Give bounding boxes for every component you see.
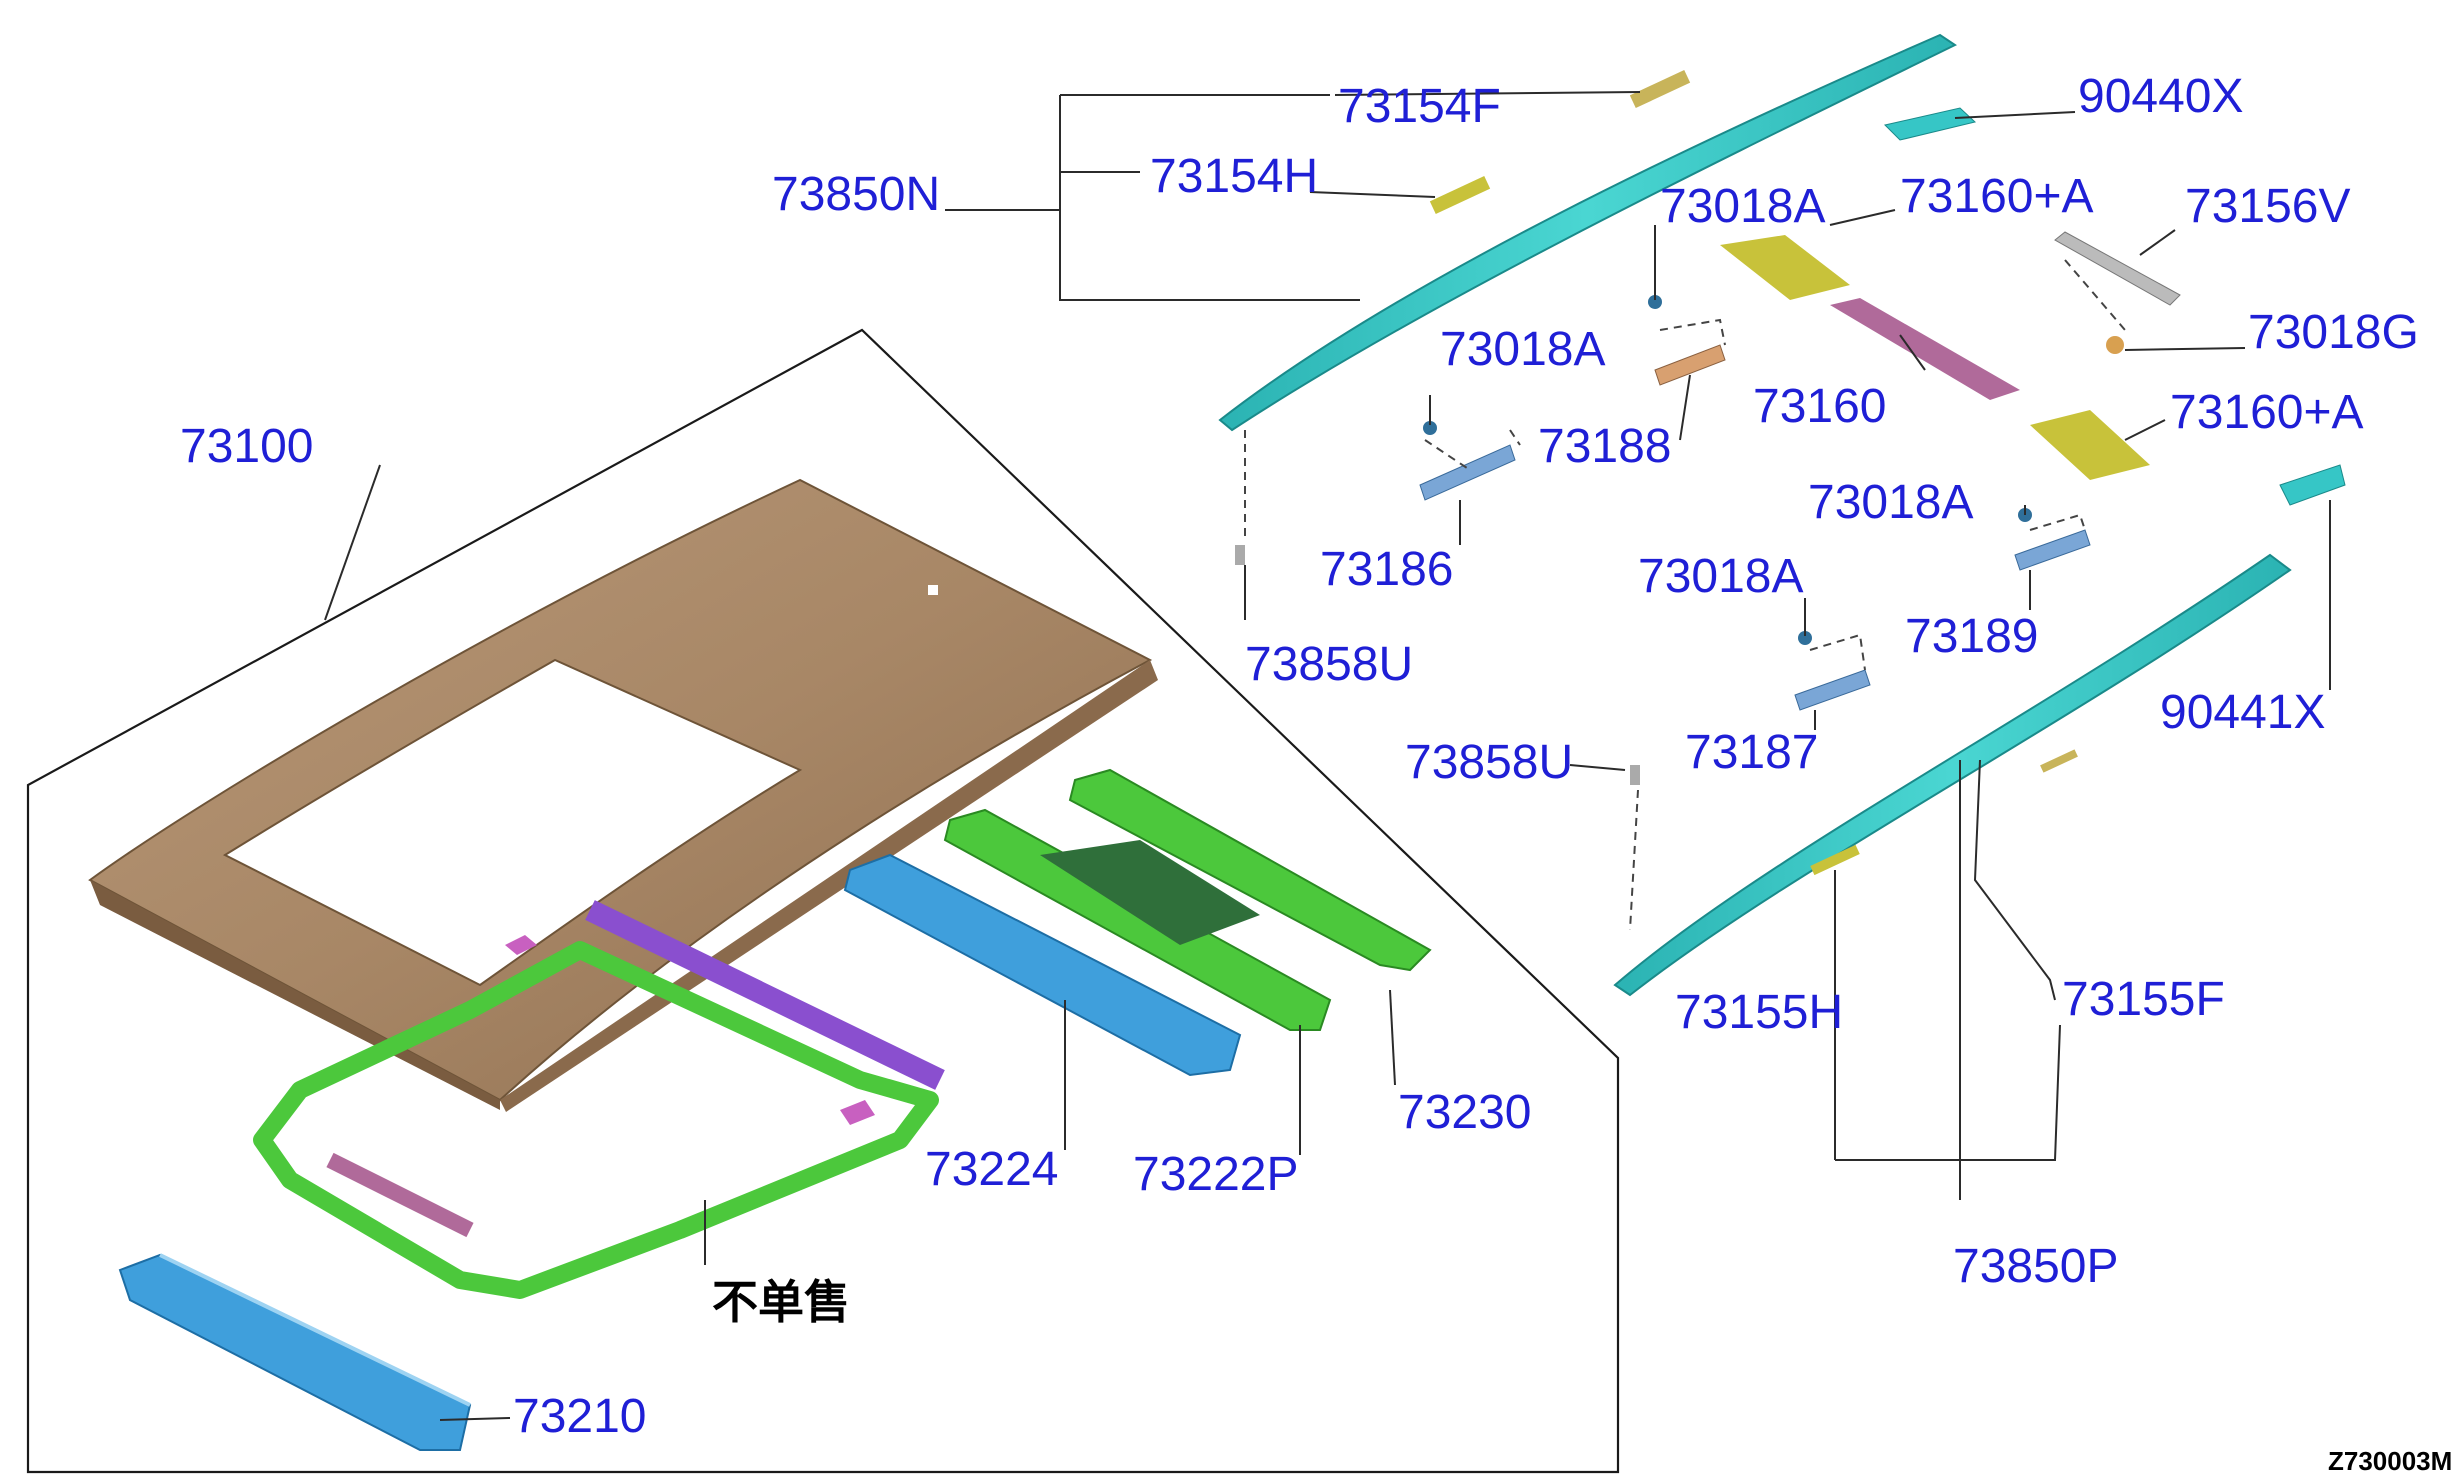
label-73858U-upper: 73858U — [1245, 638, 1413, 691]
grommet-73858U-2 — [1630, 765, 1640, 785]
clip-73018A-2 — [1423, 421, 1437, 435]
label-73155H: 73155H — [1675, 986, 1843, 1039]
nut-73018G — [2106, 336, 2124, 354]
label-73100: 73100 — [180, 420, 313, 473]
label-73018A-lower: 73018A — [1638, 550, 1804, 603]
roof-reinforcement-frame — [253, 900, 945, 1299]
label-73188: 73188 — [1538, 420, 1671, 473]
label-73189: 73189 — [1905, 610, 2038, 663]
diagram-code: Z730003M — [2328, 1446, 2452, 1476]
pad-73155F — [2040, 749, 2078, 773]
part-labels: 73154F 90440X 73850N 73154H 73018A 73160… — [180, 70, 2452, 1476]
label-73224: 73224 — [925, 1143, 1058, 1196]
label-73155F: 73155F — [2062, 973, 2225, 1026]
pad-73154H — [1429, 175, 1491, 215]
label-73858U-lower: 73858U — [1405, 736, 1573, 789]
part-90441X — [2279, 464, 2346, 506]
grommet-73858U-1 — [1235, 545, 1245, 565]
roof-bow-73224 — [843, 853, 1242, 1077]
label-73018A-left: 73018A — [1440, 323, 1606, 376]
install-lines — [1244, 259, 2126, 931]
leader-lines — [324, 91, 2331, 1421]
roof-rail-73850N — [1218, 33, 1958, 432]
pad-73154F — [1629, 69, 1691, 109]
label-73156V: 73156V — [2185, 180, 2351, 233]
label-73154F: 73154F — [1338, 80, 1501, 133]
label-90441X: 90441X — [2160, 686, 2326, 739]
label-73160A-top: 73160+A — [1900, 170, 2094, 223]
part-90440X — [1884, 107, 1977, 141]
label-73187: 73187 — [1685, 726, 1818, 779]
bracket-73186 — [1419, 444, 1516, 501]
clip-73018A-4 — [1798, 631, 1812, 645]
roof-panel-73100 — [88, 478, 1158, 1112]
label-73850N: 73850N — [772, 168, 940, 221]
clip-73018A-1 — [1648, 295, 1662, 309]
pad-73160A-upper — [1720, 235, 1850, 300]
pad-73160A-lower — [2030, 410, 2150, 480]
label-73154H: 73154H — [1150, 150, 1318, 203]
assembly-frame — [26, 328, 1620, 1474]
note-not-sold-separately: 不单售 — [712, 1275, 850, 1329]
label-73018G: 73018G — [2248, 306, 2419, 359]
label-73222P: 73222P — [1133, 1148, 1299, 1201]
label-90440X: 90440X — [2078, 70, 2244, 123]
bracket-73187 — [1794, 669, 1871, 711]
bracket-73188 — [1654, 344, 1726, 386]
label-73160A-bottom: 73160+A — [2170, 386, 2364, 439]
small-parts — [1235, 69, 2346, 876]
label-73186: 73186 — [1320, 543, 1453, 596]
label-73850P: 73850P — [1953, 1240, 2119, 1293]
bracket-73189 — [2014, 529, 2091, 571]
front-header-73210 — [118, 1253, 472, 1451]
pad-73155H — [1810, 844, 1860, 876]
roof-bow-73222P — [943, 808, 1332, 1031]
label-73210: 73210 — [513, 1390, 646, 1443]
label-73018A-mid: 73018A — [1808, 476, 1974, 529]
label-73160: 73160 — [1753, 380, 1886, 433]
pad-73160 — [1830, 298, 2020, 400]
bracket-73156V — [2054, 231, 2181, 306]
label-73230: 73230 — [1398, 1086, 1531, 1139]
roof-bow-73230 — [1068, 768, 1432, 972]
roof-rail-73850P — [1613, 553, 2292, 997]
label-73018A-top: 73018A — [1660, 180, 1826, 233]
